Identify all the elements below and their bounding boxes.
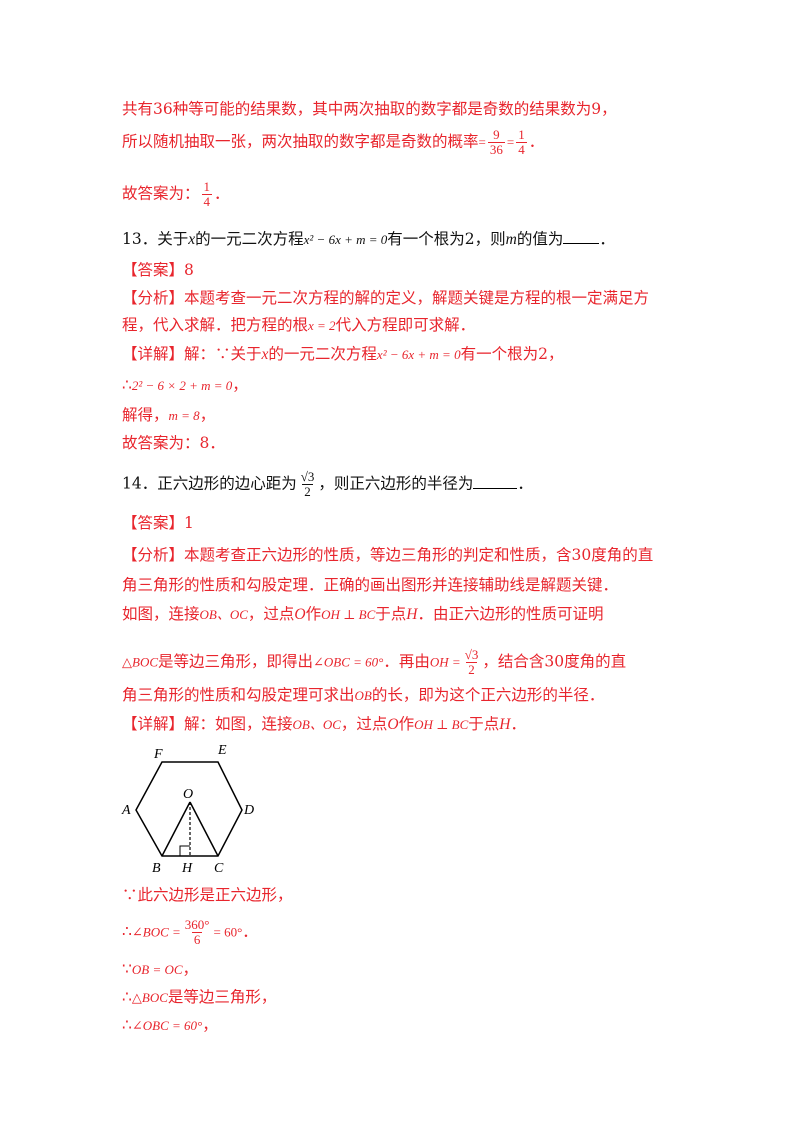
hexagon-outline: [135, 761, 243, 857]
answer-blank-13: [563, 229, 600, 244]
label-d: D: [243, 803, 254, 818]
label-e: E: [217, 743, 227, 758]
analysis-13-a: 【分析】本题考查一元二次方程的解的定义，解题关键是方程的根一定满足方: [122, 289, 650, 307]
step-2: ∴∠BOC =360°6= 60°．: [122, 917, 258, 947]
segment-ob: [161, 801, 191, 857]
answer-13: 【答案】8: [122, 261, 194, 279]
detail-13-c: 解得，m = 8，: [122, 406, 216, 424]
detail-13-a: 【详解】解：∵关于x的一元二次方程x² − 6x + m = 0有一个根为2，: [122, 345, 564, 363]
label-c: C: [214, 861, 224, 876]
analysis-14-c: 如图，连接OB、OC，过点O作OH ⊥ BC于点H．由正六边形的性质可证明: [122, 605, 604, 623]
hexagon-figure: F E A D O B H C: [121, 743, 254, 876]
step-5: ∴∠OBC = 60°，: [122, 1016, 218, 1034]
label-h: H: [181, 861, 193, 876]
analysis-13-b: 程，代入求解．把方程的根x = 2代入方程即可求解．: [122, 316, 476, 334]
analysis-14-e: 角三角形的性质和勾股定理可求出OB的长，即为这个正六边形的半径．: [122, 686, 605, 704]
step-4: ∴△BOC是等边三角形，: [122, 988, 277, 1006]
label-a: A: [121, 803, 131, 818]
answer-blank-14: [473, 474, 518, 489]
right-angle-mark: [179, 845, 190, 856]
step-1: ∵此六边形是正六边形，: [122, 886, 293, 904]
analysis-14-b: 角三角形的性质和勾股定理．正确的画出图形并连接辅助线是解题关键．: [122, 576, 619, 594]
step-3: ∵OB = OC，: [122, 960, 199, 978]
label-f: F: [153, 747, 163, 762]
analysis-14-a: 【分析】本题考查正六边形的性质，等边三角形的判定和性质，含30度角的直: [122, 546, 654, 564]
segment-oc: [189, 801, 219, 857]
detail-13-b: ∴2² − 6 × 2 + m = 0，: [122, 376, 248, 394]
detail-14-a: 【详解】解：如图，连接OB、OC，过点O作OH ⊥ BC于点H．: [122, 715, 526, 733]
detail-13-d: 故答案为：8．: [122, 434, 225, 452]
answer-14: 【答案】1: [122, 514, 194, 532]
label-o: O: [183, 787, 193, 802]
text-line-1: 共有36种等可能的结果数，其中两次抽取的数字都是奇数的结果数为9，: [122, 100, 617, 118]
label-b: B: [152, 861, 161, 876]
question-13: 13．关于x的一元二次方程x² − 6x + m = 0有一个根为2，则m的值为…: [122, 229, 615, 248]
